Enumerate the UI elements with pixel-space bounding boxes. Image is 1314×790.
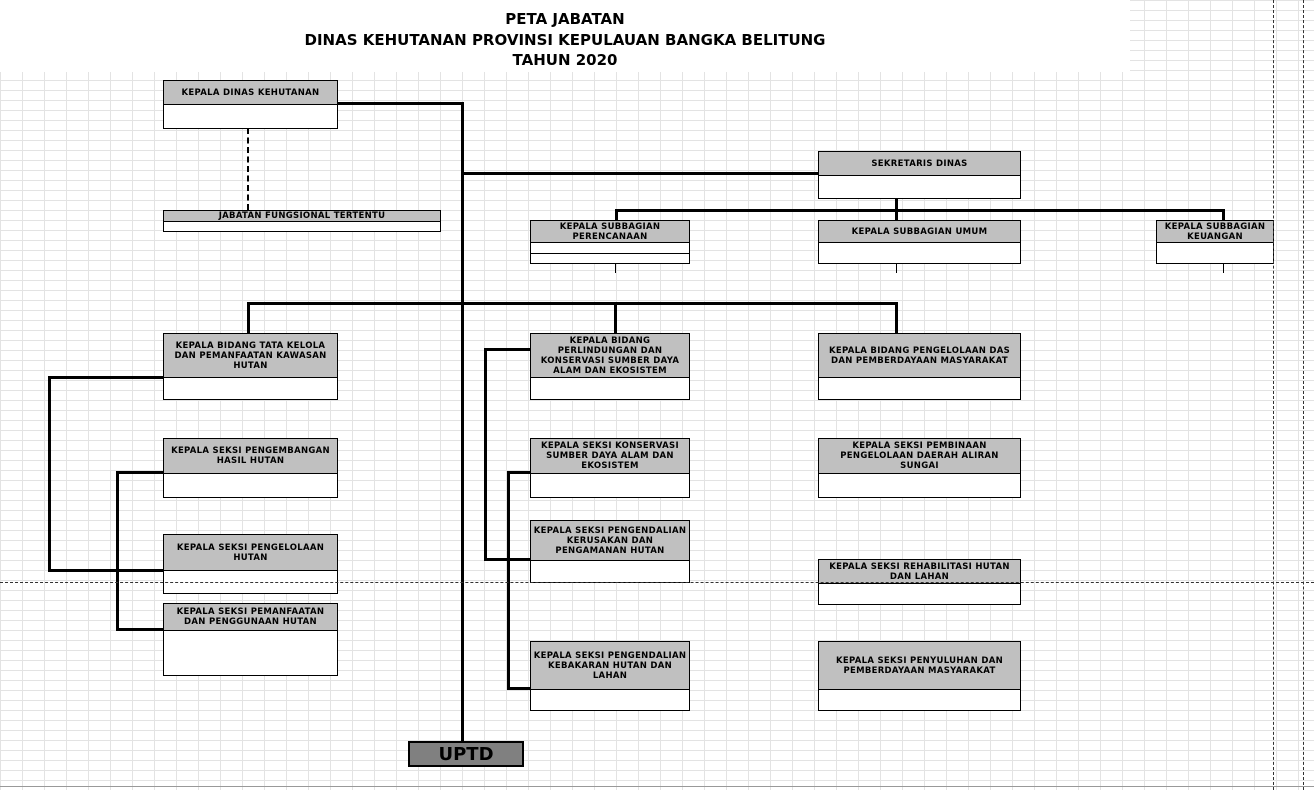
page-break-horizontal — [0, 582, 1314, 583]
connector-konservasi-vertical — [507, 471, 510, 690]
title-area: PETA JABATAN DINAS KEHUTANAN PROVINSI KE… — [0, 0, 1130, 72]
connector-fungsional-dashed — [247, 128, 249, 210]
year-label: TAHUN 2020 — [512, 51, 618, 69]
connector-bidang-perlindungan — [614, 302, 617, 333]
connector-sekretaris-down — [895, 198, 898, 211]
box-label: KEPALA SEKSI KONSERVASI SUMBER DAYA ALAM… — [531, 439, 689, 474]
connector-subbag-bus — [615, 209, 1225, 212]
connector-pengembangan-vertical — [116, 471, 119, 631]
connector-subbag-perencanaan — [615, 209, 618, 221]
connector-seksi-pengelolaan — [48, 569, 164, 572]
connector-bidang-das — [895, 302, 898, 333]
tick-umum — [896, 263, 897, 273]
tick-keuangan — [1223, 263, 1224, 273]
box-label: KEPALA SUBBAGIAN KEUANGAN — [1157, 221, 1273, 243]
tick-perencanaan — [615, 263, 616, 273]
page-break-vertical — [1273, 0, 1274, 790]
box-label: KEPALA BIDANG PENGELOLAAN DAS DAN PEMBER… — [819, 334, 1020, 378]
connector-main-trunk — [461, 102, 464, 742]
chart-title: PETA JABATAN — [505, 10, 625, 28]
box-label: KEPALA SEKSI PENGENDALIAN KEBAKARAN HUTA… — [531, 642, 689, 690]
box-subbag-perencanaan: KEPALA SUBBAGIAN PERENCANAAN — [530, 220, 690, 264]
box-uptd: UPTD — [408, 741, 524, 767]
box-seksi-kebakaran: KEPALA SEKSI PENGENDALIAN KEBAKARAN HUTA… — [530, 641, 690, 711]
box-label: KEPALA SEKSI PENGEMBANGAN HASIL HUTAN — [164, 439, 337, 474]
box-sekretaris: SEKRETARIS DINAS — [818, 151, 1021, 199]
box-label: KEPALA SEKSI PEMBINAAN PENGELOLAAN DAERA… — [819, 439, 1020, 474]
box-seksi-pengembangan: KEPALA SEKSI PENGEMBANGAN HASIL HUTAN — [163, 438, 338, 498]
connector-pengembangan-left — [116, 471, 164, 474]
box-bidang-tata-kelola: KEPALA BIDANG TATA KELOLA DAN PEMANFAATA… — [163, 333, 338, 400]
connector-perlindungan-left — [484, 348, 531, 351]
connector-head-right — [337, 102, 463, 105]
connector-seksi-pemanfaatan — [116, 628, 164, 631]
box-label: KEPALA SEKSI PEMANFAATAN DAN PENGGUNAAN … — [164, 604, 337, 631]
organization-name: DINAS KEHUTANAN PROVINSI KEPULAUAN BANGK… — [304, 31, 826, 49]
box-label: KEPALA SUBBAGIAN UMUM — [819, 221, 1020, 243]
connector-konservasi-left — [507, 471, 531, 474]
connector-perlindungan-vertical — [484, 348, 487, 561]
box-subbag-keuangan: KEPALA SUBBAGIAN KEUANGAN — [1156, 220, 1274, 264]
box-label: KEPALA SEKSI REHABILITASI HUTAN DAN LAHA… — [819, 560, 1020, 584]
box-label: KEPALA SEKSI PENGELOLAAN HUTAN — [164, 535, 337, 571]
box-label: KEPALA SEKSI PENYULUHAN DAN PEMBERDAYAAN… — [819, 642, 1020, 690]
box-kepala-dinas: KEPALA DINAS KEHUTANAN — [163, 80, 338, 129]
box-seksi-konservasi: KEPALA SEKSI KONSERVASI SUMBER DAYA ALAM… — [530, 438, 690, 498]
box-label: SEKRETARIS DINAS — [819, 152, 1020, 176]
box-seksi-pemanfaatan: KEPALA SEKSI PEMANFAATAN DAN PENGGUNAAN … — [163, 603, 338, 676]
connector-subbag-keuangan — [1222, 209, 1225, 221]
box-label: KEPALA DINAS KEHUTANAN — [164, 81, 337, 105]
box-seksi-penyuluhan: KEPALA SEKSI PENYULUHAN DAN PEMBERDAYAAN… — [818, 641, 1021, 711]
box-jabatan-fungsional: JABATAN FUNGSIONAL TERTENTU — [163, 210, 441, 232]
connector-tata-kelola-vertical — [48, 376, 51, 572]
box-label: KEPALA SEKSI PENGENDALIAN KERUSAKAN DAN … — [531, 521, 689, 561]
box-label: KEPALA SUBBAGIAN PERENCANAAN — [531, 221, 689, 243]
box-seksi-kerusakan: KEPALA SEKSI PENGENDALIAN KERUSAKAN DAN … — [530, 520, 690, 583]
connector-tata-kelola-left — [48, 376, 164, 379]
box-seksi-pembinaan-das: KEPALA SEKSI PEMBINAAN PENGELOLAAN DAERA… — [818, 438, 1021, 498]
box-seksi-pengelolaan: KEPALA SEKSI PENGELOLAAN HUTAN — [163, 534, 338, 594]
box-label: JABATAN FUNGSIONAL TERTENTU — [164, 211, 440, 222]
box-label: KEPALA BIDANG PERLINDUNGAN DAN KONSERVAS… — [531, 334, 689, 378]
page-break-vertical-right — [1303, 0, 1304, 790]
connector-seksi-kebakaran — [507, 687, 531, 690]
connector-bidang-bus — [247, 302, 898, 305]
connector-bidang-tata-kelola — [247, 302, 250, 333]
box-bidang-das: KEPALA BIDANG PENGELOLAAN DAS DAN PEMBER… — [818, 333, 1021, 400]
bottom-rule — [0, 786, 1314, 787]
box-label: KEPALA BIDANG TATA KELOLA DAN PEMANFAATA… — [164, 334, 337, 378]
box-subbag-umum: KEPALA SUBBAGIAN UMUM — [818, 220, 1021, 264]
box-bidang-perlindungan: KEPALA BIDANG PERLINDUNGAN DAN KONSERVAS… — [530, 333, 690, 400]
connector-sekretaris — [461, 172, 818, 175]
connector-subbag-umum — [895, 209, 898, 221]
